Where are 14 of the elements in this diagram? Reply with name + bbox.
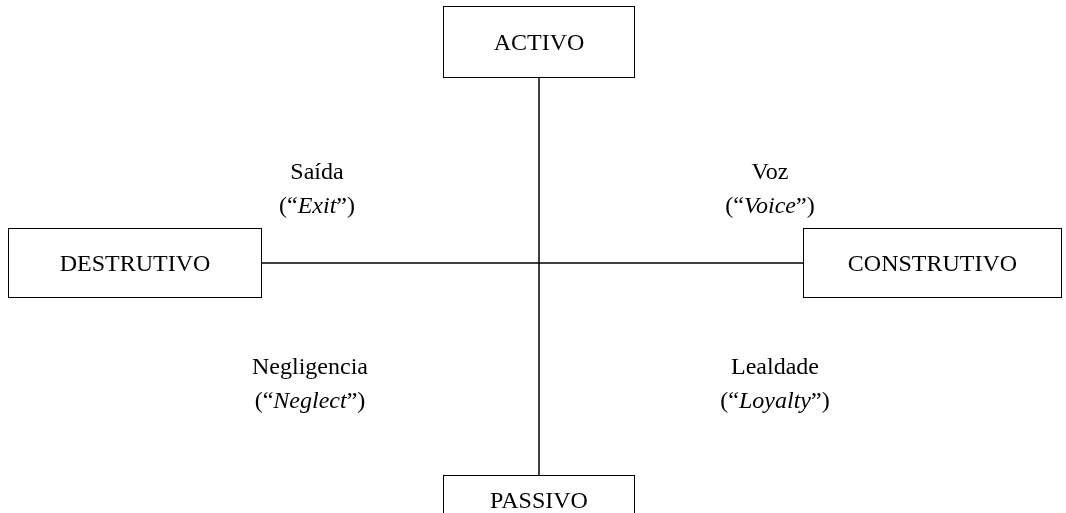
term-box bbox=[8, 228, 262, 298]
quadrant-label: Lealdade (“Loyalty”) bbox=[720, 352, 830, 415]
term-label: CONSTRUTIVO bbox=[847, 249, 1018, 277]
term-box bbox=[443, 6, 635, 78]
quadrant-label: Voz (“Voice”) bbox=[725, 157, 815, 220]
axis-line bbox=[261, 262, 804, 264]
term-box bbox=[443, 475, 635, 513]
term-label: PASSIVO bbox=[490, 486, 588, 513]
term-label: ACTIVO bbox=[493, 28, 585, 56]
quadrant-label: Saída (“Exit”) bbox=[279, 157, 355, 220]
term-box bbox=[803, 228, 1062, 298]
quadrant-label: Negligencia (“Neglect”) bbox=[252, 352, 368, 415]
term-label: DESTRUTIVO bbox=[59, 249, 211, 277]
axis-line bbox=[538, 77, 540, 476]
